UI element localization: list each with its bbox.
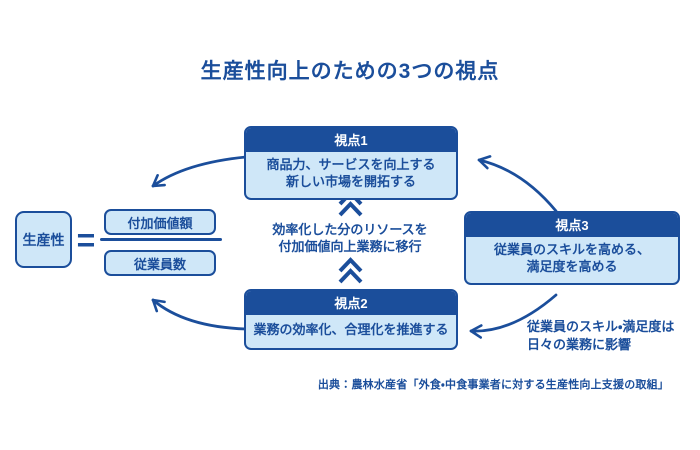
viewpoint2-body: 業務の効率化、合理化を推進する — [246, 315, 456, 348]
viewpoint3-body: 従業員のスキルを高める、 満足度を高める — [466, 237, 678, 283]
arrow-viewpoint2-to-formula-icon — [151, 298, 248, 331]
source-citation: 出典：農林水産省「外食・中食事業者に対する生産性向上支援の取組」 — [317, 379, 669, 391]
denominator-box: 従業員数 — [104, 250, 216, 276]
side-note-line: 日々の業務に影響 — [527, 336, 632, 352]
viewpoint3-box: 視点3 従業員のスキルを高める、 満足度を高める — [464, 211, 680, 285]
productivity-label: 生産性 — [22, 231, 65, 248]
center-note-line: 付加価値向上業務に移行 — [278, 238, 422, 254]
viewpoint2-box: 視点2 業務の効率化、合理化を推進する — [244, 289, 458, 350]
side-note: 従業員のスキル・満足度は 日々の業務に影響 — [527, 318, 674, 353]
productivity-box: 生産性 — [15, 211, 72, 268]
double-chevron-up-icon — [338, 257, 363, 284]
arrow-viewpoint1-to-formula-icon — [151, 155, 248, 188]
center-note-line: 効率化した分のリソースを — [272, 222, 428, 237]
viewpoint1-header: 視点1 — [246, 128, 456, 152]
page-title: 生産性向上のための3つの視点 — [200, 60, 500, 83]
viewpoint1-body: 商品力、サービスを向上する 新しい市場を開拓する — [246, 152, 456, 198]
arrow-viewpoint3-to-viewpoint1-icon — [477, 155, 558, 213]
numerator-box: 付加価値額 — [104, 209, 216, 235]
viewpoint3-body-line: 満足度を高める — [526, 258, 618, 274]
fraction-line — [100, 238, 222, 241]
viewpoint2-header: 視点2 — [246, 291, 456, 315]
denominator-label: 従業員数 — [133, 256, 186, 272]
center-note: 効率化した分のリソースを 付加価値向上業務に移行 — [240, 222, 460, 256]
viewpoint2-body-line: 業務の効率化、合理化を推進する — [253, 322, 449, 337]
viewpoint3-body-line: 従業員のスキルを高める、 — [493, 242, 650, 257]
viewpoint1-body-line: 商品力、サービスを向上する — [266, 157, 436, 172]
equals-sign: = — [76, 221, 96, 258]
numerator-label: 付加価値額 — [127, 215, 193, 231]
viewpoint1-box: 視点1 商品力、サービスを向上する 新しい市場を開拓する — [244, 126, 458, 200]
viewpoint3-header: 視点3 — [466, 213, 678, 237]
viewpoint1-body-line: 新しい市場を開拓する — [285, 173, 416, 189]
side-note-line: 従業員のスキル・満足度は — [527, 319, 675, 334]
